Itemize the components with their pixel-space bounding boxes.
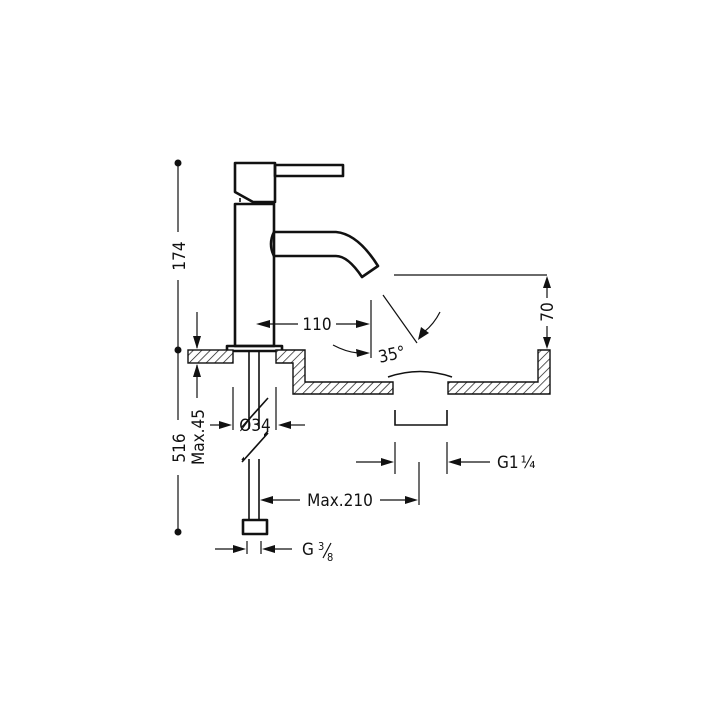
length-516-label: 516 bbox=[170, 433, 190, 462]
supply-thread-label: G bbox=[302, 540, 314, 560]
basin-section bbox=[187, 349, 551, 426]
basin-wall-left bbox=[275, 349, 394, 395]
fraction-bar bbox=[322, 542, 332, 559]
max-210-label: Max.210 bbox=[307, 491, 373, 511]
supply-connector bbox=[241, 518, 269, 536]
diameter-34-label: Ø34 bbox=[239, 416, 271, 436]
supply-thread-frac-den: 8 bbox=[327, 551, 333, 564]
dim-vertical-left: 174 516 bbox=[170, 159, 190, 536]
deck-left bbox=[187, 349, 234, 364]
dim-base-diameter: Ø34 bbox=[210, 387, 305, 436]
handle-cap bbox=[233, 161, 277, 204]
drain-body bbox=[394, 410, 448, 426]
basin-wall-right bbox=[447, 349, 551, 395]
break-line-lower bbox=[241, 432, 269, 463]
dim-supply-thread: G 3 8 bbox=[215, 540, 333, 564]
handle-lever bbox=[273, 163, 345, 178]
dim-spout-reach: 110 bbox=[256, 300, 372, 358]
break-line-upper bbox=[241, 397, 269, 428]
dim-dot-bottom bbox=[174, 528, 182, 536]
faucet-body bbox=[225, 161, 380, 536]
dim-max-210: Max.210 bbox=[260, 462, 420, 511]
height-174-label: 174 bbox=[170, 241, 190, 270]
reach-110-label: 110 bbox=[302, 315, 331, 335]
spout bbox=[269, 230, 380, 279]
max-45-label: Max.45 bbox=[189, 409, 209, 465]
clearance-70-label: 70 bbox=[538, 302, 558, 321]
angle-35-label: 35° bbox=[377, 343, 408, 368]
base-flange bbox=[225, 344, 284, 353]
dim-spout-angle: 35° bbox=[377, 294, 441, 368]
dim-spout-clearance: 70 bbox=[394, 274, 558, 349]
supply-thread-frac-num: 3 bbox=[318, 540, 324, 553]
dim-deck-thickness: Max.45 bbox=[189, 312, 209, 465]
drain-arc bbox=[387, 370, 453, 378]
